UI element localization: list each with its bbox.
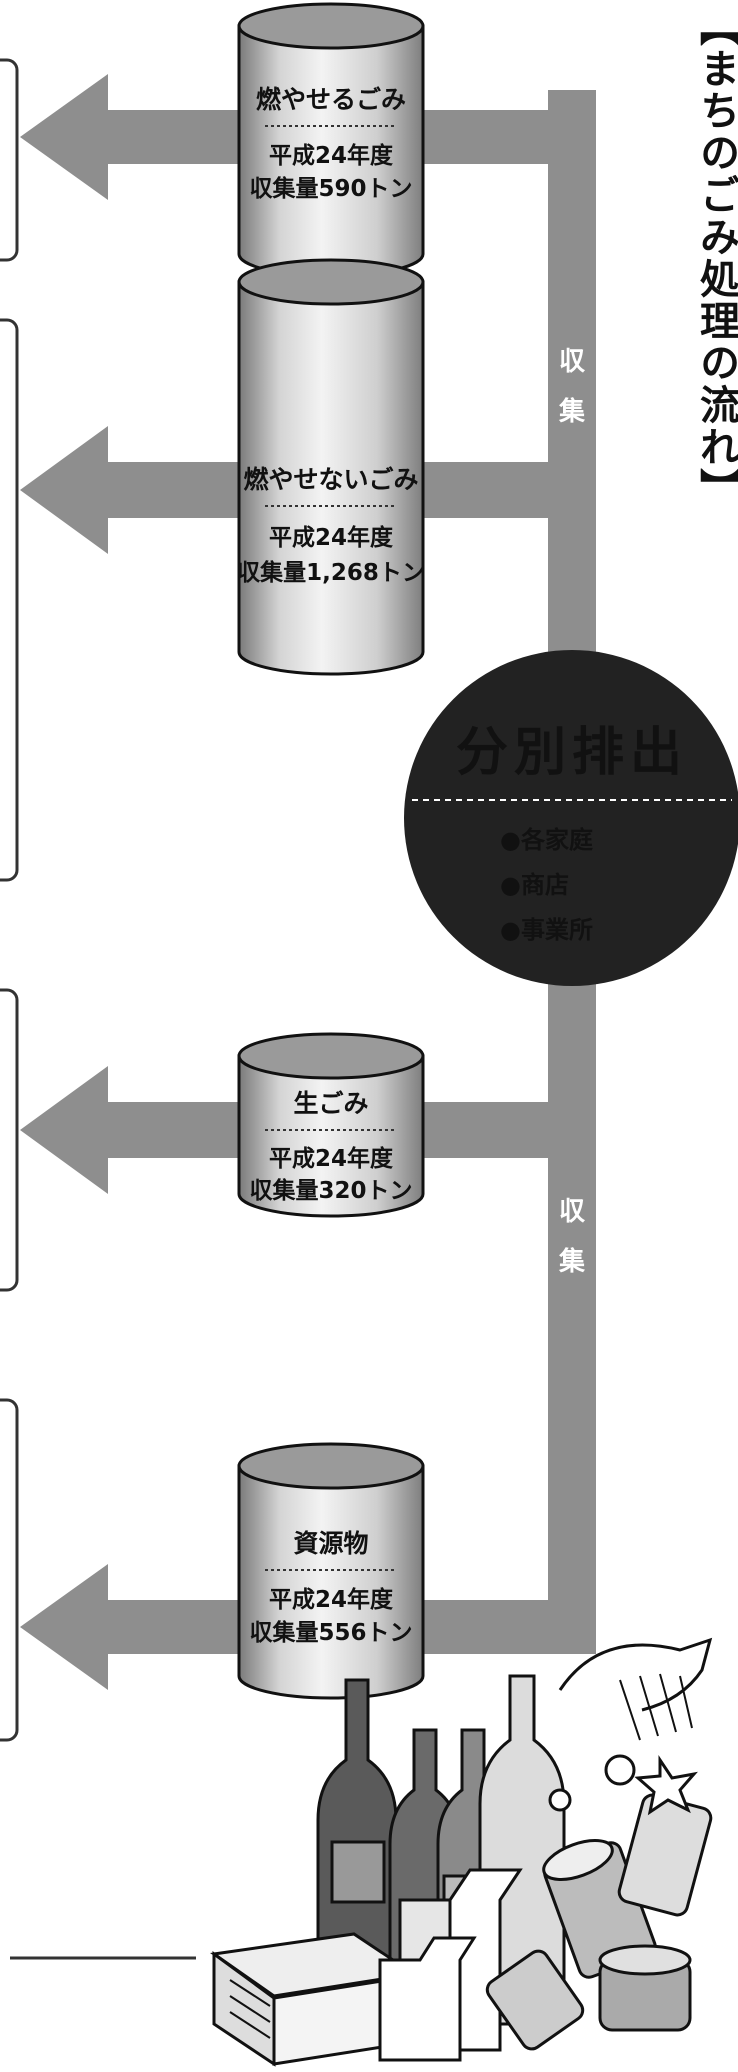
collect-labels: 収 集 収 集 <box>558 347 586 1277</box>
collect-label-2a: 収 <box>559 1197 586 1227</box>
bin-name: 生ごみ <box>293 1089 368 1118</box>
fish-bone-icon <box>548 1637 713 1816</box>
collect-label-1a: 収 <box>559 347 586 377</box>
collect-label-2b: 集 <box>558 1246 586 1277</box>
source-item-shop: ●商店 <box>500 871 569 899</box>
panel-burnable <box>0 58 19 262</box>
collect-label-1b: 集 <box>558 396 586 427</box>
collection-trunk-lower <box>548 940 596 1620</box>
bin-year: 平成24年度 <box>269 142 394 169</box>
bin-name: 燃やせるごみ <box>256 85 406 114</box>
source-disc <box>404 650 738 986</box>
bin-amount: 収集量556トン <box>249 1619 412 1646</box>
bin-amount: 収集量590トン <box>249 175 412 202</box>
recyclables-illustration <box>210 1637 713 2067</box>
cans-icon <box>485 1793 713 2051</box>
bin-name: 資源物 <box>293 1529 368 1558</box>
source-item-business: ●事業所 <box>500 916 593 944</box>
panel-nonburnable <box>0 318 19 882</box>
panel-resources <box>0 1398 19 1742</box>
bin-burnable: 燃やせるごみ 平成24年度 収集量590トン <box>237 2 425 278</box>
bin-amount: 収集量1,268トン <box>237 559 425 586</box>
bin-resources: 資源物 平成24年度 収集量556トン <box>237 1442 425 1700</box>
milk-carton-icon <box>378 1868 523 2062</box>
left-panels <box>0 58 19 1742</box>
bin-year: 平成24年度 <box>269 524 394 551</box>
bin-nonburnable: 燃やせないごみ 平成24年度 収集量1,268トン <box>237 258 425 676</box>
source-item-household: ●各家庭 <box>500 826 593 854</box>
bin-food-waste: 生ごみ 平成24年度 収集量320トン <box>237 1032 425 1218</box>
bin-amount: 収集量320トン <box>249 1177 412 1204</box>
source-name: 分別排出 <box>456 723 688 783</box>
panel-food-waste <box>0 988 19 1292</box>
bin-year: 平成24年度 <box>269 1586 394 1613</box>
diagram-title: 【まちのごみ処理の流れ】 <box>693 6 738 510</box>
collection-trunk-upper <box>548 90 596 740</box>
source-circle: 分別排出 ●各家庭 ●商店 ●事業所 <box>404 650 738 986</box>
bin-name: 燃やせないごみ <box>243 465 418 494</box>
bin-year: 平成24年度 <box>269 1145 394 1172</box>
collection-trunks <box>548 90 596 1620</box>
